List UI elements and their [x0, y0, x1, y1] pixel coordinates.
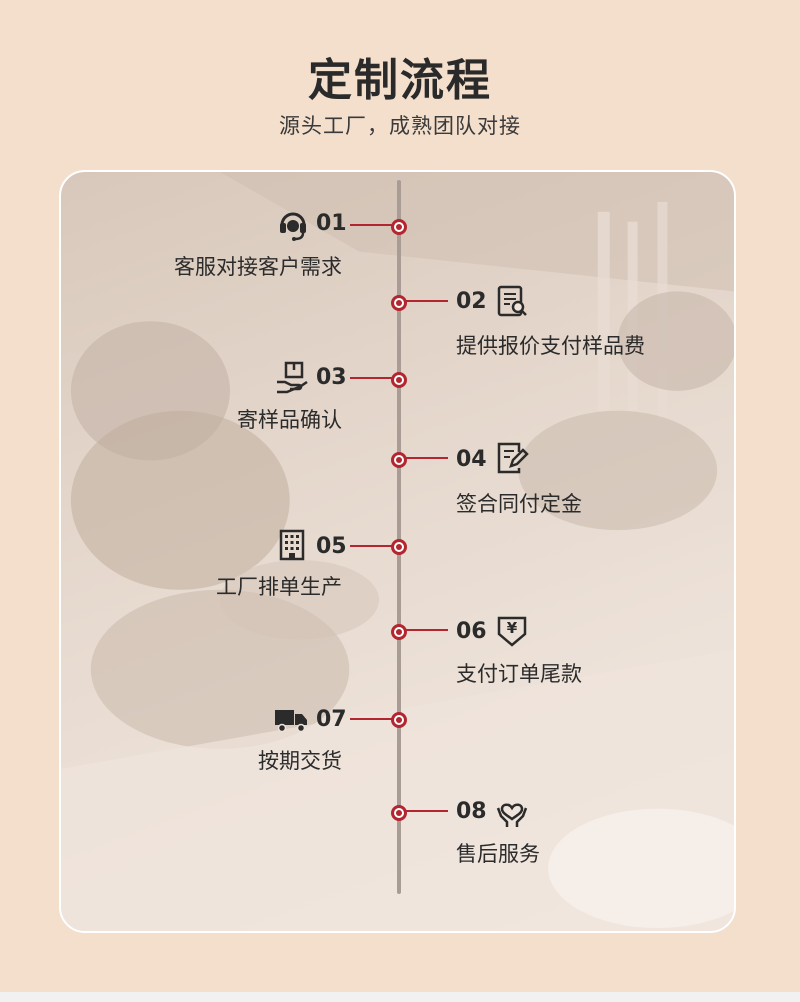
payment-yen-icon: ¥ — [495, 614, 529, 648]
step-label: 寄样品确认 — [237, 408, 342, 432]
quote-document-icon — [495, 284, 529, 318]
step-06: 06 ¥ 支付订单尾款 — [0, 612, 800, 686]
contract-sign-icon — [495, 440, 529, 474]
step-label: 工厂排单生产 — [216, 575, 342, 599]
headset-icon — [276, 207, 310, 241]
timeline-dot — [391, 219, 407, 235]
factory-background-image — [61, 172, 734, 931]
step-number: 08 — [456, 799, 487, 824]
step-label: 提供报价支付样品费 — [456, 334, 645, 358]
step-connector — [404, 810, 448, 812]
step-label: 支付订单尾款 — [456, 662, 582, 686]
step-number: 02 — [456, 289, 487, 314]
step-label: 售后服务 — [456, 842, 540, 866]
step-connector — [404, 300, 448, 302]
timeline-dot — [391, 805, 407, 821]
timeline-line — [397, 180, 401, 894]
timeline-dot — [391, 452, 407, 468]
step-05: 05 工厂排单生产 — [0, 526, 800, 599]
step-08: 08 售后服务 — [0, 792, 800, 866]
step-label: 客服对接客户需求 — [174, 255, 342, 279]
step-03: 03 寄样品确认 — [0, 358, 800, 432]
package-hand-icon — [275, 360, 309, 394]
step-connector — [404, 457, 448, 459]
timeline-dot — [391, 624, 407, 640]
step-connector — [350, 224, 394, 226]
step-number: 01 — [316, 211, 347, 236]
factory-building-icon — [276, 528, 310, 562]
step-label: 签合同付定金 — [456, 492, 582, 516]
step-connector — [350, 545, 394, 547]
step-01: 01 客服对接客户需求 — [0, 205, 800, 279]
step-connector — [350, 718, 394, 720]
step-connector — [404, 629, 448, 631]
timeline-dot — [391, 295, 407, 311]
timeline-dot — [391, 712, 407, 728]
timeline-dot — [391, 539, 407, 555]
step-connector — [350, 377, 394, 379]
timeline-dot — [391, 372, 407, 388]
heart-hands-icon — [495, 794, 529, 828]
step-number: 07 — [316, 707, 347, 732]
delivery-truck-icon — [274, 702, 308, 736]
bottom-strip — [0, 992, 800, 1002]
step-number: 03 — [316, 365, 347, 390]
step-number: 04 — [456, 447, 487, 472]
step-07: 07 按期交货 — [0, 700, 800, 773]
page-title: 定制流程 — [308, 55, 492, 106]
svg-text:¥: ¥ — [507, 619, 518, 637]
step-04: 04 签合同付定金 — [0, 440, 800, 516]
page-subtitle: 源头工厂，成熟团队对接 — [279, 114, 521, 138]
step-number: 06 — [456, 619, 487, 644]
step-number: 05 — [316, 534, 347, 559]
step-02: 02 提供报价支付样品费 — [0, 282, 800, 358]
step-label: 按期交货 — [258, 749, 342, 773]
